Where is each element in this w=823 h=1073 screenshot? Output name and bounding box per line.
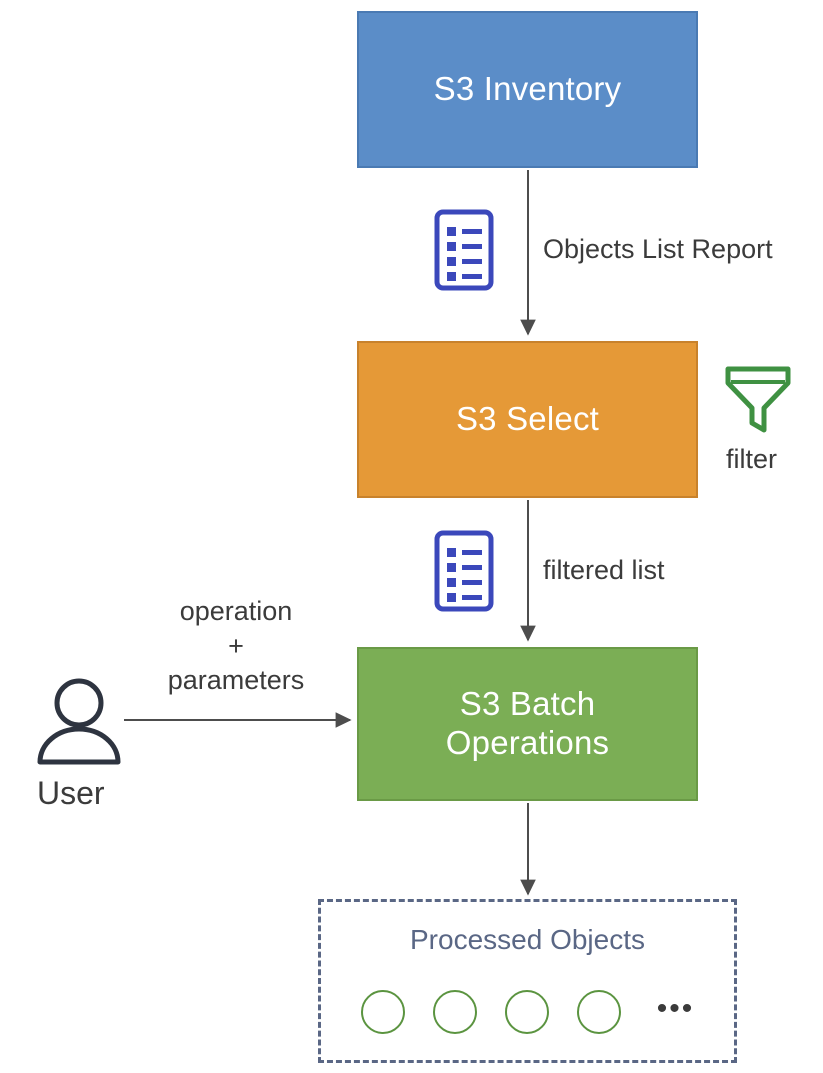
node-s3-inventory[interactable]: S3 Inventory <box>357 11 698 168</box>
edge-label-parameters: parameters <box>167 665 305 696</box>
object-circle <box>432 990 477 1034</box>
annotation-label-filter: filter <box>726 444 778 474</box>
node-s3-batch-operations-label: S3 Batch Operations <box>446 685 609 763</box>
node-s3-inventory-label: S3 Inventory <box>433 70 622 108</box>
node-s3-select[interactable]: S3 Select <box>357 341 698 498</box>
processed-objects-container: Processed Objects ••• <box>318 899 737 1063</box>
funnel-icon <box>723 363 793 444</box>
node-s3-select-label: S3 Select <box>455 400 600 438</box>
user-icon <box>33 676 125 773</box>
object-circle <box>504 990 549 1034</box>
user-label: User <box>37 775 105 811</box>
processed-objects-title: Processed Objects <box>410 924 645 955</box>
node-batch-label-line2: Operations <box>445 724 610 761</box>
edge-label-filtered-list: filtered list <box>543 555 665 585</box>
edge-label-operation-parameters: operation + parameters <box>146 594 326 698</box>
edge-label-plus: + <box>228 630 244 661</box>
node-batch-label-line1: S3 Batch <box>459 685 596 723</box>
list-document-icon <box>434 530 494 617</box>
edge-label-objects-list-report: Objects List Report <box>543 234 773 264</box>
edge-label-operation: operation <box>179 596 293 626</box>
processed-objects-list: ••• <box>321 990 734 1034</box>
list-document-icon <box>434 209 494 296</box>
object-circle <box>360 990 405 1034</box>
ellipsis-icon: ••• <box>656 992 695 1025</box>
object-circle <box>576 990 621 1034</box>
node-s3-batch-operations[interactable]: S3 Batch Operations <box>357 647 698 801</box>
